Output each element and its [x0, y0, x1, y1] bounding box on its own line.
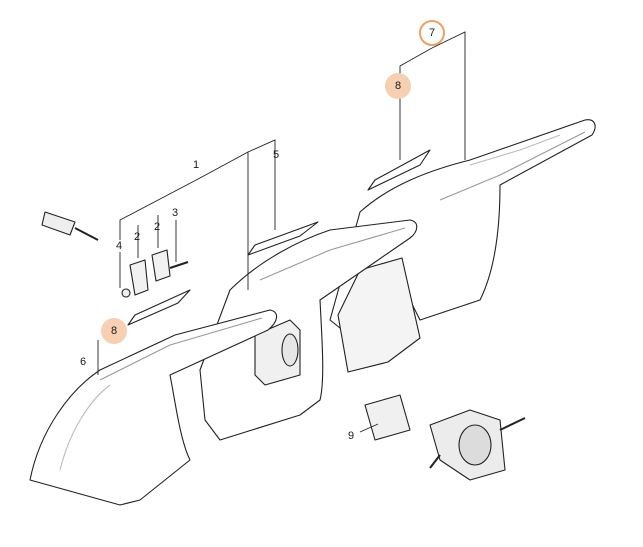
callout-6: 6 — [80, 356, 87, 368]
callout-9: 9 — [348, 430, 355, 442]
callout-2a: 2 — [134, 231, 141, 243]
label-strip-8-left — [127, 289, 191, 326]
callout-5: 5 — [273, 149, 280, 161]
callout-1: 1 — [193, 159, 200, 171]
label-strip-8-top — [367, 149, 431, 191]
leader-9 — [359, 423, 379, 433]
clamp-part — [129, 259, 149, 296]
clamp-part-2 — [151, 249, 171, 282]
shaft-part — [41, 211, 76, 236]
callout-8-top: 8 — [385, 73, 411, 99]
screw-part — [169, 261, 189, 269]
callout-2b: 2 — [154, 221, 161, 233]
cover-section-middle — [199, 219, 418, 441]
callout-3: 3 — [172, 207, 179, 219]
nut-part — [121, 288, 131, 298]
callout-7: 7 — [419, 20, 445, 46]
callout-4: 4 — [116, 240, 123, 252]
label-strip-5 — [247, 221, 319, 256]
gear-sleeve-part — [364, 394, 411, 441]
cover-section-left — [29, 309, 278, 506]
leader-7 — [399, 47, 433, 160]
callout-8-left: 8 — [101, 318, 127, 344]
leader-1 — [119, 177, 201, 240]
